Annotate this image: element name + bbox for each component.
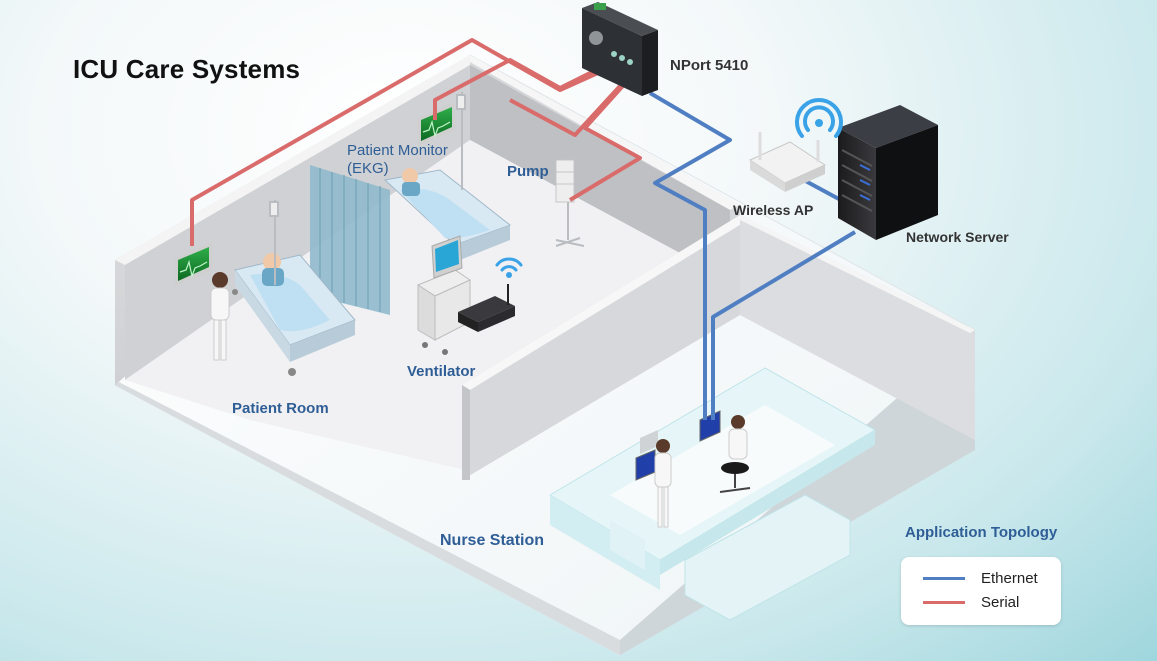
partition-wall	[462, 215, 740, 480]
privacy-curtain	[310, 165, 390, 315]
nport-device	[582, 2, 658, 96]
serial-lines	[190, 38, 642, 246]
wireless-serial-device	[458, 284, 515, 332]
patient-bed-1	[232, 253, 356, 376]
ventilator-label: Ventilator	[407, 363, 476, 380]
legend-item-serial: Serial	[923, 593, 1019, 611]
patient-monitor-label-line1: Patient Monitor	[347, 142, 448, 159]
nport-label: NPort 5410	[670, 57, 749, 74]
nurse-figure-2	[654, 439, 672, 528]
network-server-label: Network Server	[906, 229, 1009, 245]
wireless-ap-label: Wireless AP	[733, 202, 814, 218]
legend-item-ethernet: Ethernet	[923, 569, 1038, 587]
patient-monitor-label-line2: (EKG)	[347, 160, 389, 177]
legend-label-serial: Serial	[981, 593, 1020, 611]
serial-swatch	[923, 600, 965, 604]
nurse-figure-3	[719, 415, 751, 493]
ventilator-cart	[416, 235, 472, 355]
network-server-device	[838, 105, 938, 240]
ekg-monitor-right	[418, 102, 455, 146]
nurse-figure-1	[210, 272, 230, 361]
legend: Ethernet Serial	[901, 557, 1061, 625]
iv-poles	[269, 92, 466, 285]
ekg-monitor-left	[175, 242, 212, 286]
wireless-ap-device	[748, 132, 827, 192]
wifi-icon-ventilator	[495, 257, 523, 278]
legend-label-ethernet: Ethernet	[981, 569, 1038, 587]
ethernet-swatch	[923, 576, 965, 580]
pump-label: Pump	[507, 163, 549, 180]
legend-title: Application Topology	[905, 524, 1058, 541]
wifi-icon-ap	[795, 98, 843, 138]
infusion-pump	[555, 159, 585, 247]
patient-bed-2	[383, 168, 512, 262]
diagram-title: ICU Care Systems	[73, 54, 301, 84]
patient-room-label: Patient Room	[232, 400, 329, 417]
nurse-station-label: Nurse Station	[440, 532, 545, 549]
